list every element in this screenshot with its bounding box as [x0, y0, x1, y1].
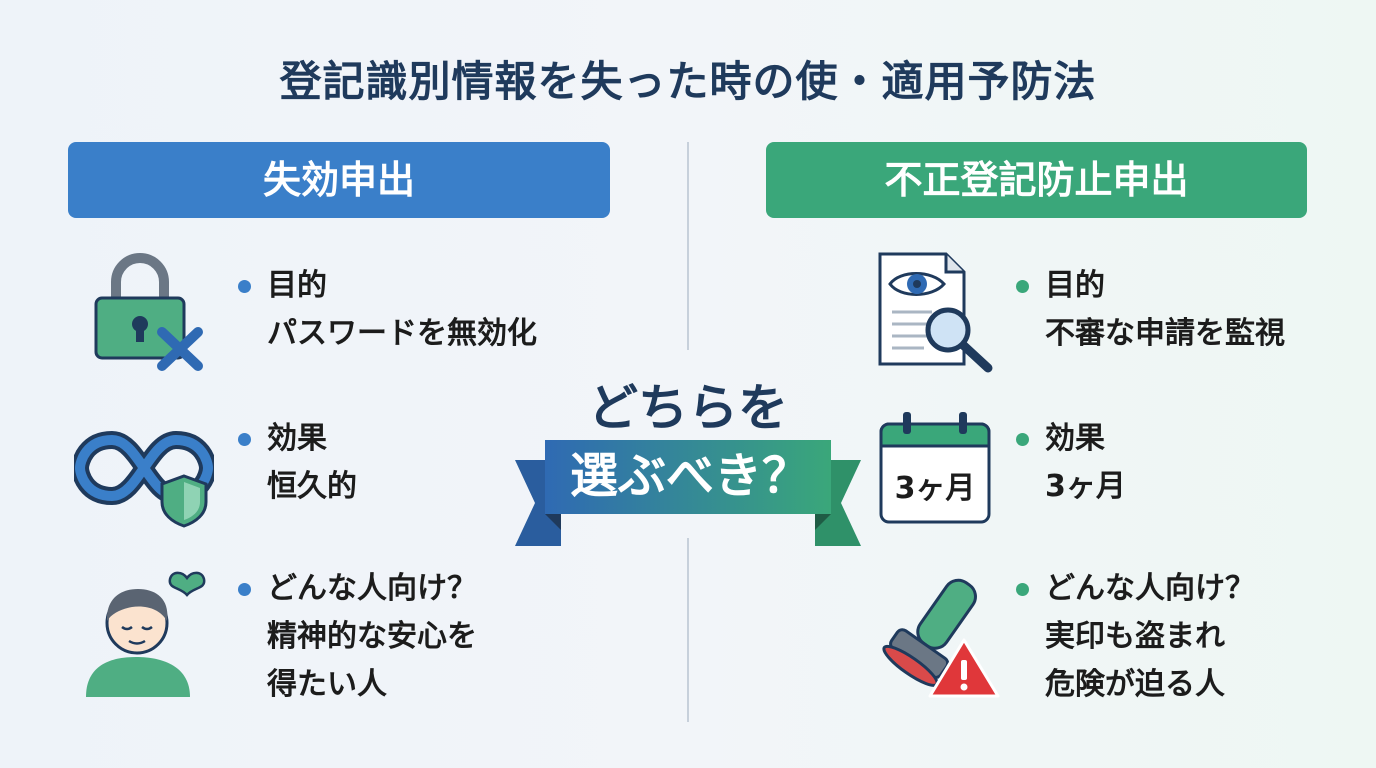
- divider-bottom: [687, 538, 689, 722]
- item-value: 精神的な安心を: [267, 619, 477, 654]
- item-value: 3ヶ月: [1045, 469, 1126, 504]
- item-value: 恒久的: [267, 469, 357, 504]
- stamp-warning-icon: [882, 578, 1000, 698]
- calendar-text: 3ヶ月: [895, 471, 976, 506]
- left-item-effect: 効果 恒久的: [236, 415, 357, 511]
- calendar-icon: 3ヶ月: [879, 412, 991, 524]
- bullet-dot: [1016, 582, 1029, 596]
- item-value: 危険が迫る人: [1045, 667, 1225, 702]
- right-item-purpose: 目的 不審な申請を監視: [1014, 262, 1285, 358]
- right-item-target: どんな人向け？ 実印も盗まれ 危険が迫る人: [1014, 565, 1255, 709]
- bullet-dot: [238, 582, 251, 596]
- person-heart-icon: [86, 571, 206, 697]
- left-header: 失効申出: [68, 142, 610, 218]
- infinity-shield-icon: [74, 430, 214, 528]
- divider-top: [687, 142, 689, 350]
- page-title: 登記識別情報を失った時の使・適用予防法: [279, 57, 1097, 106]
- center-question-top: どちらを: [588, 379, 788, 437]
- item-label: 効果: [267, 421, 327, 456]
- item-value: 実印も盗まれ: [1045, 619, 1225, 654]
- item-value: 不審な申請を監視: [1045, 316, 1285, 351]
- lock-cross-icon: [94, 253, 203, 371]
- bullet-dot: [238, 432, 251, 446]
- item-value: パスワードを無効化: [267, 316, 537, 351]
- item-label: どんな人向け？: [267, 571, 477, 606]
- right-item-effect: 効果 3ヶ月: [1014, 415, 1126, 511]
- item-label: 目的: [267, 268, 327, 303]
- bullet-dot: [1016, 279, 1029, 293]
- bullet-dot: [238, 279, 251, 293]
- center-question-bottom: 選ぶべき？: [569, 448, 810, 504]
- document-eye-magnifier-icon: [878, 252, 993, 373]
- item-label: 目的: [1045, 268, 1105, 303]
- left-item-target: どんな人向け？ 精神的な安心を 得たい人: [236, 565, 477, 709]
- left-item-purpose: 目的 パスワードを無効化: [236, 262, 537, 358]
- right-header: 不正登記防止申出: [766, 142, 1307, 218]
- bullet-dot: [1016, 432, 1029, 446]
- ribbon-banner: [515, 440, 861, 546]
- item-label: どんな人向け？: [1045, 571, 1255, 606]
- item-value: 得たい人: [267, 667, 387, 702]
- item-label: 効果: [1045, 421, 1105, 456]
